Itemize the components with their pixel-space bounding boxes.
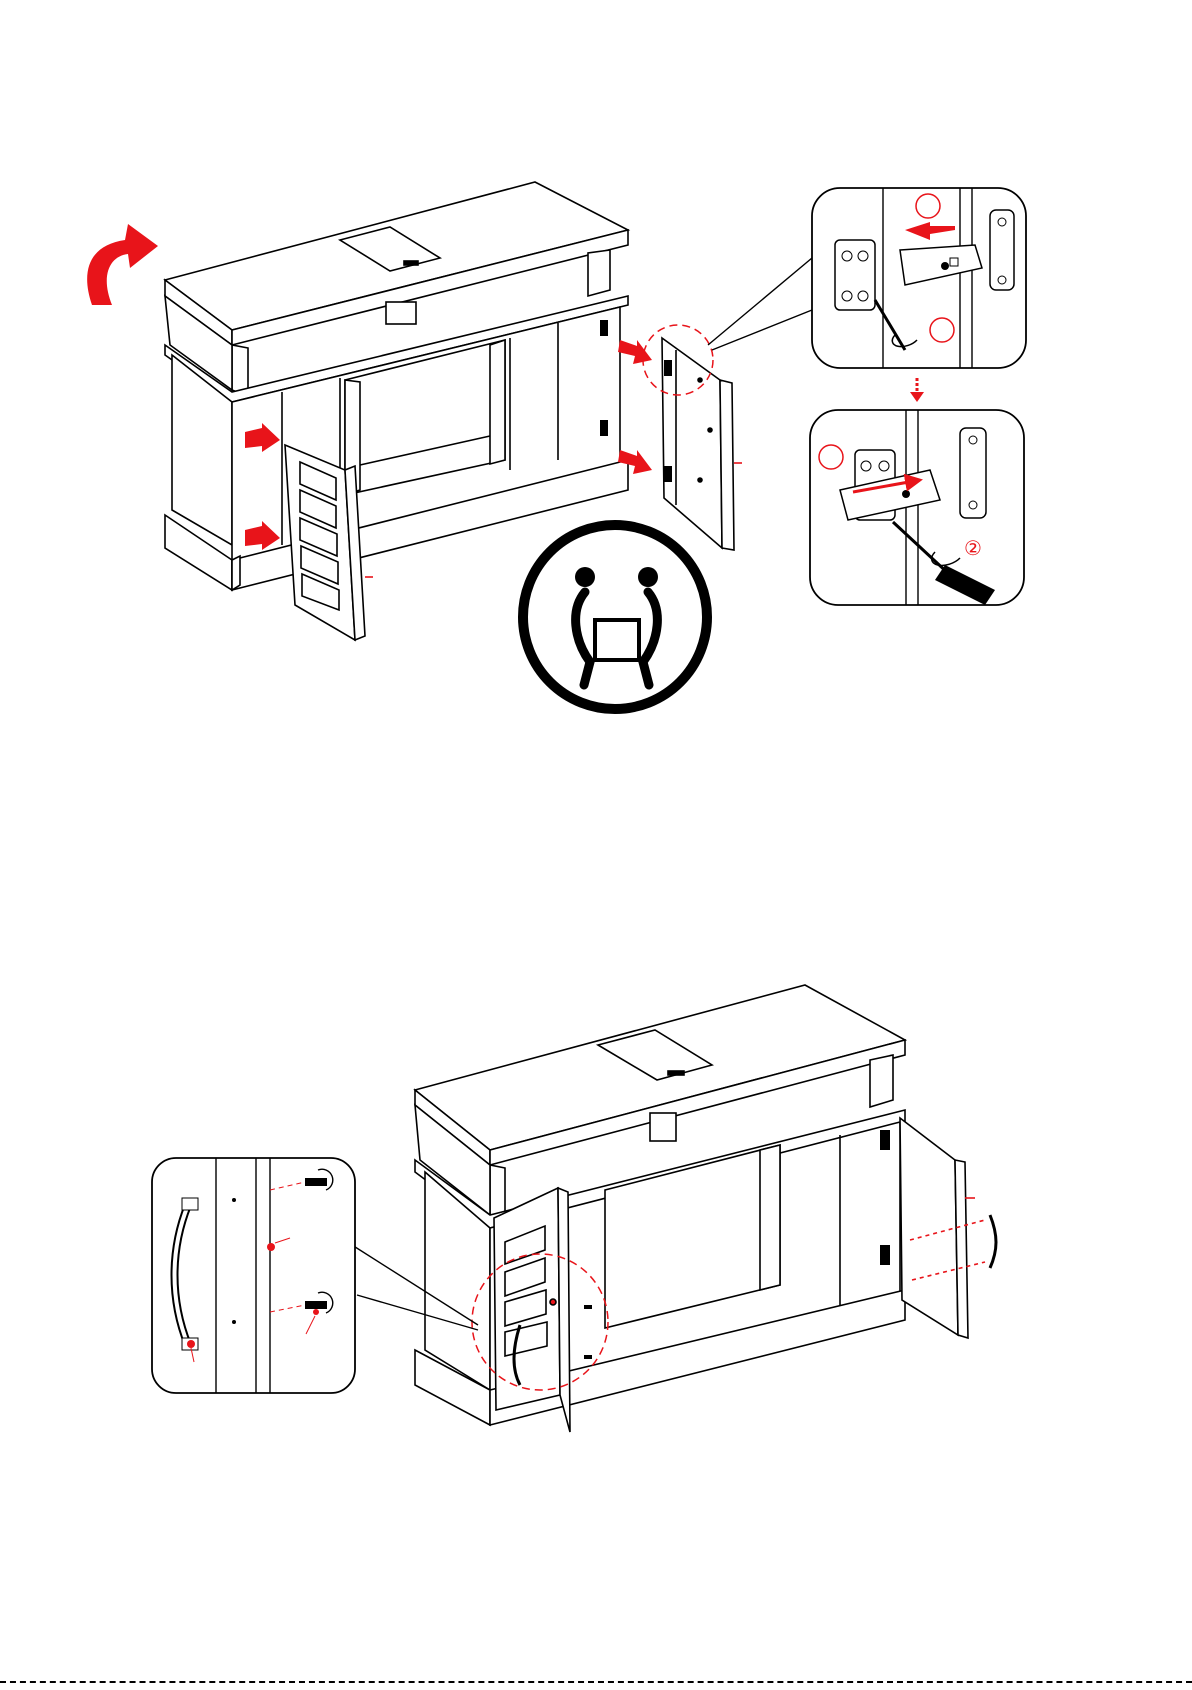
tv-stand-cabinet-assembled bbox=[415, 985, 905, 1425]
hinge-detail-2-mark-2: ② bbox=[964, 538, 982, 560]
step-bottom-illustration bbox=[152, 985, 996, 1432]
hinge-detail-icon bbox=[812, 188, 1026, 368]
step-top-illustration: ② bbox=[87, 182, 1026, 709]
right-door-open bbox=[900, 1118, 996, 1338]
rotate-arrow-icon bbox=[87, 224, 158, 305]
left-door-open bbox=[494, 1188, 570, 1432]
tv-stand-cabinet bbox=[165, 182, 628, 590]
handle-detail-icon bbox=[152, 1158, 355, 1393]
hinge-detail-icon: ② bbox=[810, 410, 1024, 605]
two-person-lift-icon bbox=[523, 525, 707, 709]
page-footer-rule bbox=[0, 1681, 1192, 1683]
right-door bbox=[662, 338, 742, 550]
next-step-arrow-icon bbox=[910, 378, 924, 402]
